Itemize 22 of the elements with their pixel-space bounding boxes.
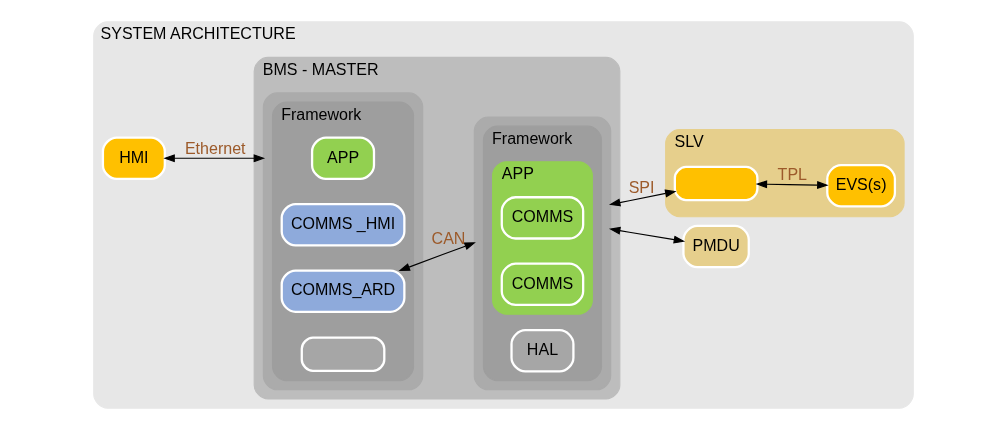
- node-box: HAL: [509, 329, 575, 373]
- arrow: [608, 189, 677, 207]
- node-box: COMMS: [500, 196, 584, 240]
- arrow: [755, 180, 829, 190]
- node-box: EVS(s): [825, 164, 896, 208]
- edge-label: CAN: [431, 229, 465, 248]
- arrow: [608, 226, 685, 244]
- node-box: COMMS: [500, 262, 584, 307]
- node-box: COMMS_ARD: [280, 269, 405, 313]
- edge-label: SPI: [628, 177, 655, 196]
- cluster: [262, 92, 423, 391]
- arrow: [162, 154, 265, 163]
- node-box: APP: [310, 136, 375, 181]
- edge-label: Ethernet: [184, 138, 246, 157]
- node-box: PMDU: [681, 224, 750, 269]
- node-box: [300, 336, 385, 373]
- node-box: HMI: [101, 136, 166, 181]
- edge-label: TPL: [777, 165, 807, 184]
- cluster: [473, 116, 611, 391]
- arrow: [398, 242, 476, 271]
- node-box: [673, 165, 758, 202]
- node-box: COMMS _HMI: [280, 202, 405, 247]
